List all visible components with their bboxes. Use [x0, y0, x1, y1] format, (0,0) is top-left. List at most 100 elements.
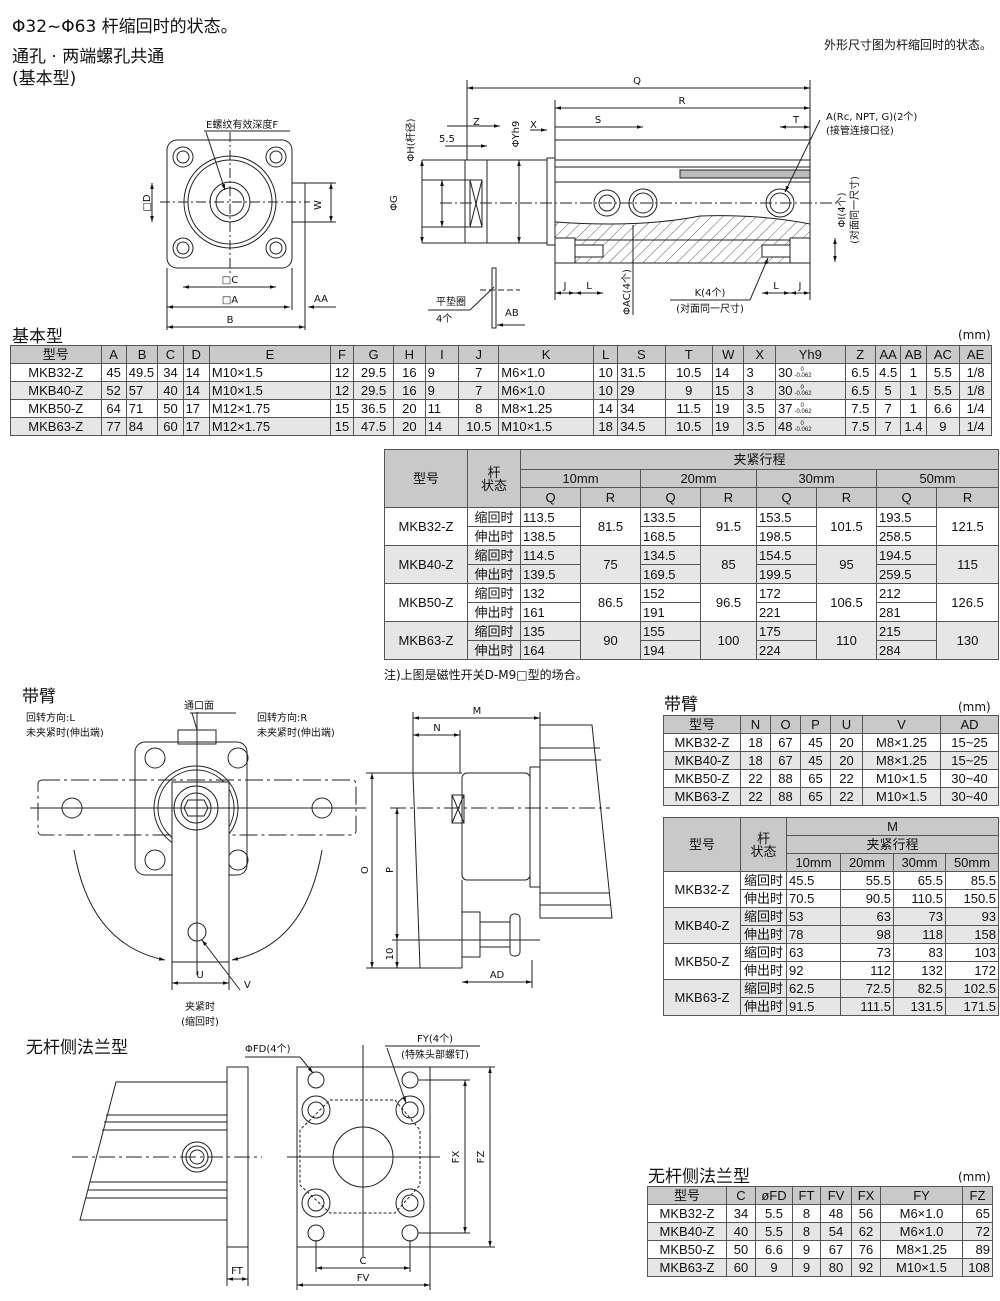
state-cell: 伸出时	[467, 602, 521, 622]
model-cell: MKB32-Z	[663, 871, 741, 908]
cell: 15	[329, 399, 355, 418]
label-o: O	[360, 866, 371, 874]
cell: 67	[770, 733, 801, 752]
flange-table-title: 无杆侧法兰型	[648, 1167, 750, 1187]
m-cell: 171.5	[944, 997, 1000, 1016]
label-i-note: (对面同一尺寸)	[848, 176, 861, 244]
cell: 5.5	[755, 1204, 793, 1223]
column-header-model: 型号	[663, 817, 741, 872]
column-header: FV	[820, 1186, 852, 1205]
model-cell: MKB40-Z	[647, 1222, 727, 1241]
q-cell: 155	[640, 621, 701, 641]
column-header: F	[329, 345, 355, 364]
cell: 7	[875, 399, 902, 418]
cell: 14	[182, 363, 210, 382]
state-cell: 缩回时	[467, 545, 521, 565]
cell: 67	[770, 751, 801, 770]
column-header: FX	[851, 1186, 881, 1205]
model-cell: MKB63-Z	[384, 621, 468, 660]
cell: 6.6	[755, 1240, 793, 1259]
state-cell: 缩回时	[467, 621, 521, 641]
state-cell: 伸出时	[740, 997, 787, 1016]
label-port-face: 通口面	[184, 700, 214, 712]
cell: M8×1.25	[498, 399, 594, 418]
model-cell: MKB50-Z	[663, 943, 741, 980]
model-cell: MKB63-Z	[10, 417, 102, 436]
column-header-r: R	[816, 487, 877, 508]
model-cell: MKB32-Z	[663, 733, 741, 752]
state-cell: 伸出时	[467, 564, 521, 584]
model-cell: MKB50-Z	[663, 769, 741, 788]
label-fy-note: (特殊头部螺钉)	[401, 1048, 469, 1061]
cell: 45	[800, 751, 831, 770]
cell: 67	[820, 1240, 852, 1259]
r-cell: 90	[580, 621, 641, 660]
flange-side-view	[72, 1066, 262, 1286]
m-cell: 85.5	[944, 871, 1000, 890]
cell: 7	[458, 363, 500, 382]
cell: 1/8	[959, 381, 992, 400]
cell: 8	[458, 399, 500, 418]
label-ft: FT	[231, 1266, 244, 1277]
column-header-r: R	[935, 487, 1000, 508]
column-header: C	[157, 345, 184, 364]
column-header: G	[353, 345, 395, 364]
cell: 60	[726, 1258, 756, 1277]
cell: 22	[830, 787, 863, 806]
label-rotation-r: 回转方向:R	[257, 711, 307, 724]
column-header-stroke: 20mm	[640, 469, 757, 488]
q-cell: 135	[520, 621, 581, 641]
q-cell: 212	[876, 583, 937, 603]
cell: 22	[740, 787, 771, 806]
column-header: U	[830, 715, 863, 734]
yh9-tolerance: 0-0.062	[794, 421, 812, 434]
cell: 22	[740, 769, 771, 788]
cell: 34	[617, 399, 666, 418]
state-line-1: 杆	[756, 830, 770, 846]
cell: 57	[125, 381, 159, 400]
cell: 17	[182, 417, 210, 436]
label-fd: ΦFD(4个)	[245, 1043, 291, 1055]
cell: 45	[100, 363, 127, 382]
label-h: ΦH(杆径)	[404, 118, 417, 161]
label-unclamped-r: 未夹紧时(伸出端)	[257, 726, 335, 739]
column-header: N	[740, 715, 771, 734]
q-cell: 175	[756, 621, 817, 641]
m-cell: 90.5	[840, 889, 894, 908]
label-m: M	[473, 706, 482, 717]
column-header-m: M	[785, 817, 1000, 836]
m-cell: 73	[840, 943, 894, 962]
column-header: J	[458, 345, 500, 364]
m-cell: 53	[786, 907, 841, 926]
cell: 3	[743, 363, 777, 382]
model-cell: MKB32-Z	[10, 363, 102, 382]
state-cell: 伸出时	[740, 961, 787, 980]
label-q: Q	[633, 76, 641, 87]
column-header: T	[664, 345, 713, 364]
column-header-r: R	[700, 487, 757, 508]
column-header: AD	[940, 715, 999, 734]
cell: 108	[962, 1258, 993, 1277]
state-cell: 缩回时	[740, 871, 787, 890]
cell: 1/4	[959, 417, 992, 436]
r-cell: 95	[816, 545, 877, 584]
column-header: W	[711, 345, 745, 364]
column-header: H	[393, 345, 426, 364]
label-t: T	[792, 115, 800, 126]
flange-labels: ΦFD(4个) FY(4个) (特殊头部螺钉) FT C FV FX FZ	[231, 1033, 487, 1284]
q-cell: 154.5	[756, 545, 817, 565]
yh9-nominal: 48	[778, 418, 793, 434]
subtitle-basic-type: (基本型)	[12, 69, 77, 89]
